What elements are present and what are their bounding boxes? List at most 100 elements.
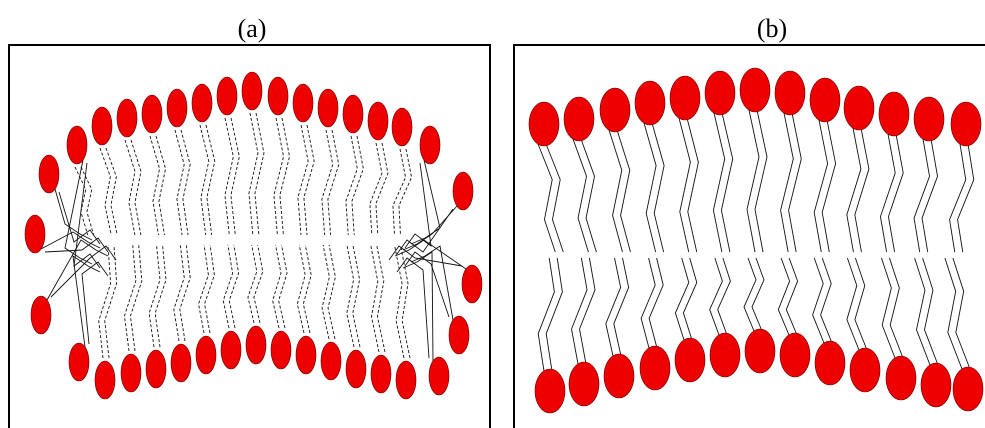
lipid-tail (322, 245, 329, 339)
lipid-head (392, 108, 412, 146)
lipid-head (346, 350, 366, 388)
lipid-head (39, 155, 59, 193)
lipid-tail (223, 245, 232, 328)
lipid-tail (125, 140, 135, 235)
lipid-tail (914, 139, 929, 252)
lipid-tail (614, 258, 629, 356)
lipid-head (600, 88, 630, 132)
lipid-tail (718, 258, 731, 335)
lipid-head (449, 316, 469, 354)
lipid-head (745, 329, 775, 373)
lipid-tail (346, 136, 357, 235)
lipid-tail (789, 113, 802, 252)
lipid-head (844, 86, 874, 130)
lipid-head (242, 72, 262, 110)
lipid-head (740, 68, 770, 112)
lipid-tail (747, 110, 759, 252)
lipid-tail (65, 160, 92, 264)
lipid-tail (255, 113, 264, 235)
lipid-tail (74, 163, 100, 268)
lipid-tail (181, 130, 190, 235)
lipid-head (914, 97, 944, 141)
lipid-tail (279, 245, 287, 328)
lipid-head (146, 350, 166, 388)
lipid-head (462, 265, 482, 303)
lipid-head (171, 344, 191, 382)
lipid-head (217, 77, 237, 115)
lipid-tail (950, 144, 966, 252)
lipid-tail (744, 258, 756, 331)
lipid-head (529, 102, 559, 146)
lipid-tail (105, 245, 117, 358)
lipid-head (453, 172, 473, 210)
lipid-tail (538, 258, 554, 371)
lipid-head (635, 81, 665, 125)
lipid-tail (99, 245, 111, 358)
lipid-tail (399, 149, 412, 235)
lipid-head (368, 102, 388, 140)
panel-a-membrane (25, 72, 482, 399)
lipid-head (675, 338, 705, 382)
lipid-head (31, 296, 51, 334)
lipid-head (921, 363, 951, 407)
lipid-tail (958, 144, 974, 252)
lipid-tail (888, 134, 903, 252)
lipid-tail (609, 130, 622, 252)
lipid-tail (175, 130, 184, 235)
lipid-head (775, 71, 805, 115)
lipid-head (167, 89, 187, 127)
lipid-tail (813, 258, 824, 343)
lipid-tail (572, 258, 588, 364)
lipid-head (271, 331, 291, 369)
lipid-tail (155, 245, 166, 347)
lipid-tail (401, 245, 410, 358)
lipid-tail (652, 123, 664, 252)
lipid-head (850, 348, 880, 392)
lipid-tail (206, 125, 215, 235)
lipid-head (953, 367, 983, 411)
lipid-head (117, 99, 137, 137)
lipid-head (420, 126, 440, 164)
lipid-tail (847, 128, 861, 252)
lipid-head (535, 369, 565, 413)
lipid-head (321, 342, 341, 380)
lipid-tail (923, 258, 938, 365)
lipid-tail (393, 149, 406, 235)
lipid-head (92, 107, 112, 145)
lipid-head (810, 78, 840, 122)
lipid-tail (254, 245, 263, 323)
lipid-tail (353, 245, 360, 347)
lipid-head (780, 333, 810, 377)
lipid-tail (130, 245, 141, 351)
lipid-head (879, 92, 909, 136)
lipid-tail (755, 110, 767, 252)
lipid-head (296, 336, 316, 374)
lipid-tail (248, 245, 257, 323)
lipid-head (246, 326, 266, 364)
lipid-tail (880, 134, 895, 252)
lipid-tail (847, 258, 859, 350)
lipid-tail (675, 258, 688, 340)
lipid-head (396, 361, 416, 399)
lipid-tail (100, 148, 111, 235)
lipid-tail (881, 258, 895, 358)
lipid-tail (649, 258, 663, 348)
lipid-head (815, 341, 845, 385)
lipid-head (710, 333, 740, 377)
lipid-tail (822, 120, 835, 252)
lipid-tail (149, 245, 160, 347)
lipid-tail (786, 258, 797, 335)
lipid-tail (347, 245, 354, 347)
lipid-head (951, 102, 981, 146)
lipid-tail (298, 125, 308, 235)
lipid-head (640, 346, 670, 390)
lipid-tail (855, 258, 867, 350)
lipid-tail (322, 130, 333, 235)
lipid-tail (721, 113, 732, 252)
lipid-tail (370, 143, 382, 235)
lipid-head (670, 76, 700, 120)
lipid-tail (580, 258, 596, 364)
lipid-head (293, 84, 313, 122)
panel-b-membrane (529, 68, 983, 413)
lipid-tail (713, 113, 724, 252)
